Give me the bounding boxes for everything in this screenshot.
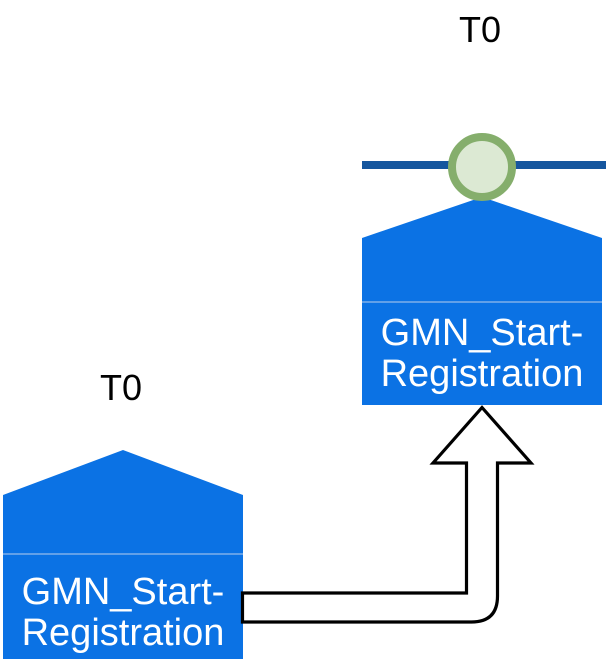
timeline-event-circle-icon[interactable] — [448, 133, 516, 201]
flow-arrow[interactable] — [240, 405, 535, 624]
source-node-label: GMN_Start- Registration — [3, 572, 243, 654]
target-node-shape[interactable] — [362, 197, 602, 405]
target-node-label-line1: GMN_Start- — [380, 312, 584, 354]
source-node-label-line2: Registration — [21, 612, 225, 654]
source-node-timestamp: T0 — [99, 367, 142, 408]
source-node-label-line1: GMN_Start- — [21, 571, 225, 613]
target-node-label-line2: Registration — [380, 353, 584, 395]
target-node-label: GMN_Start- Registration — [362, 313, 602, 395]
target-node-timestamp: T0 — [458, 9, 501, 50]
